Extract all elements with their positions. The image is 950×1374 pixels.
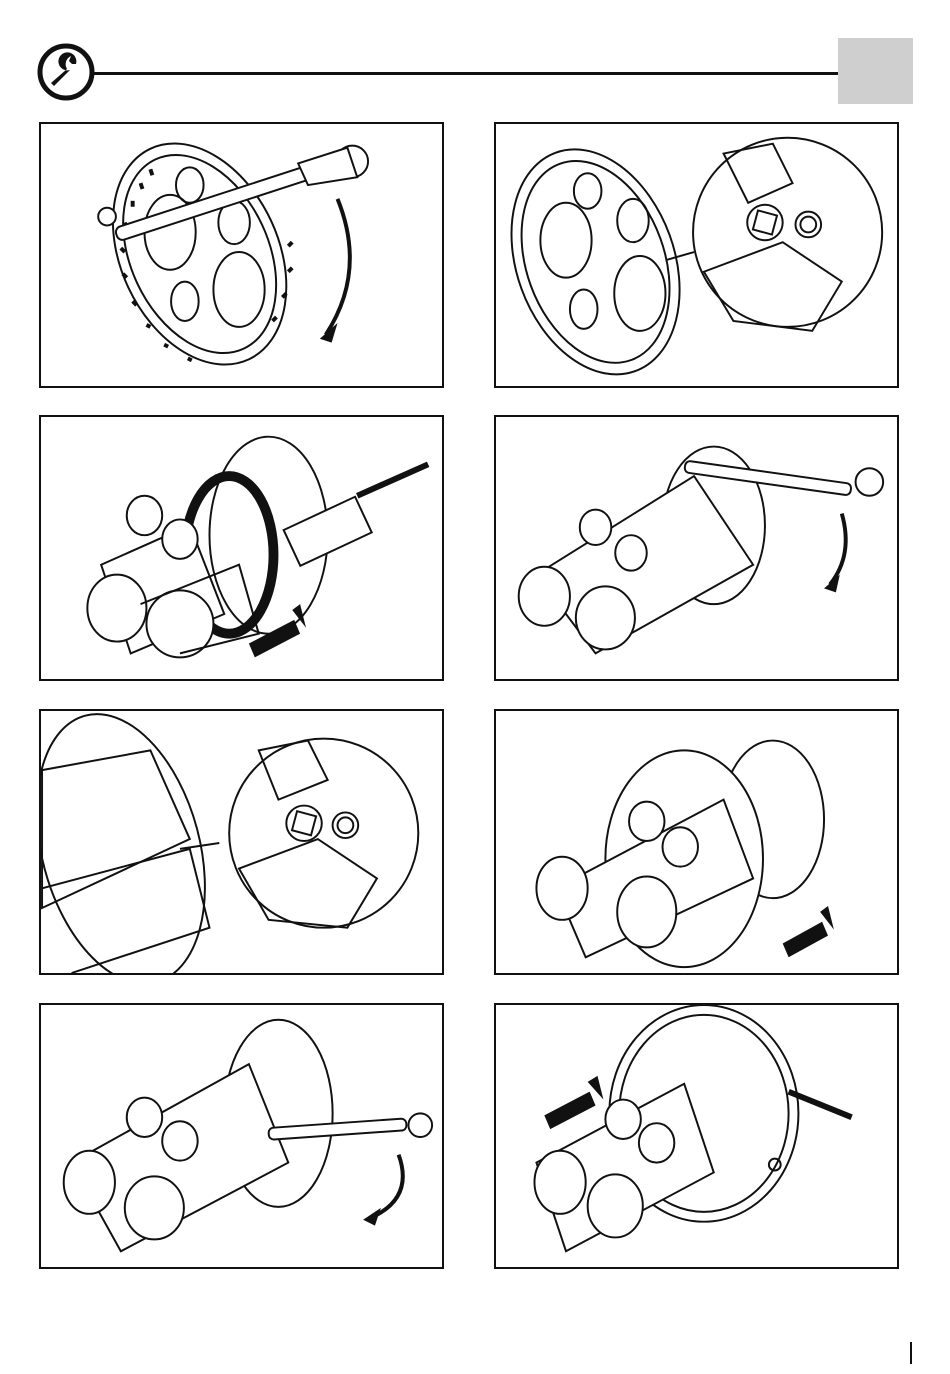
step-panel-7 xyxy=(39,1003,444,1269)
step-panel-1 xyxy=(39,122,444,388)
illustration-mounting-plate-push xyxy=(496,711,897,973)
step-panel-8 xyxy=(494,1003,899,1269)
illustration-hex-screw-detail xyxy=(496,124,897,386)
illustration-ratchet-tighten xyxy=(41,1005,442,1267)
illustration-ratchet-tighten xyxy=(496,417,897,679)
step-panel-2 xyxy=(494,122,899,388)
step-panel-6 xyxy=(494,709,899,975)
illustration-hex-screw-detail xyxy=(41,711,442,973)
header-rule xyxy=(92,72,838,75)
page-marker xyxy=(910,1342,912,1364)
illustration-hex-key-plate xyxy=(496,1005,897,1267)
illustration-ratchet-disc xyxy=(41,124,442,386)
wrench-icon xyxy=(36,42,96,102)
step-panel-4 xyxy=(494,415,899,681)
step-panel-3 xyxy=(39,415,444,681)
illustration-screwdriver-push xyxy=(41,417,442,679)
step-panel-5 xyxy=(39,709,444,975)
section-tab xyxy=(838,38,913,104)
